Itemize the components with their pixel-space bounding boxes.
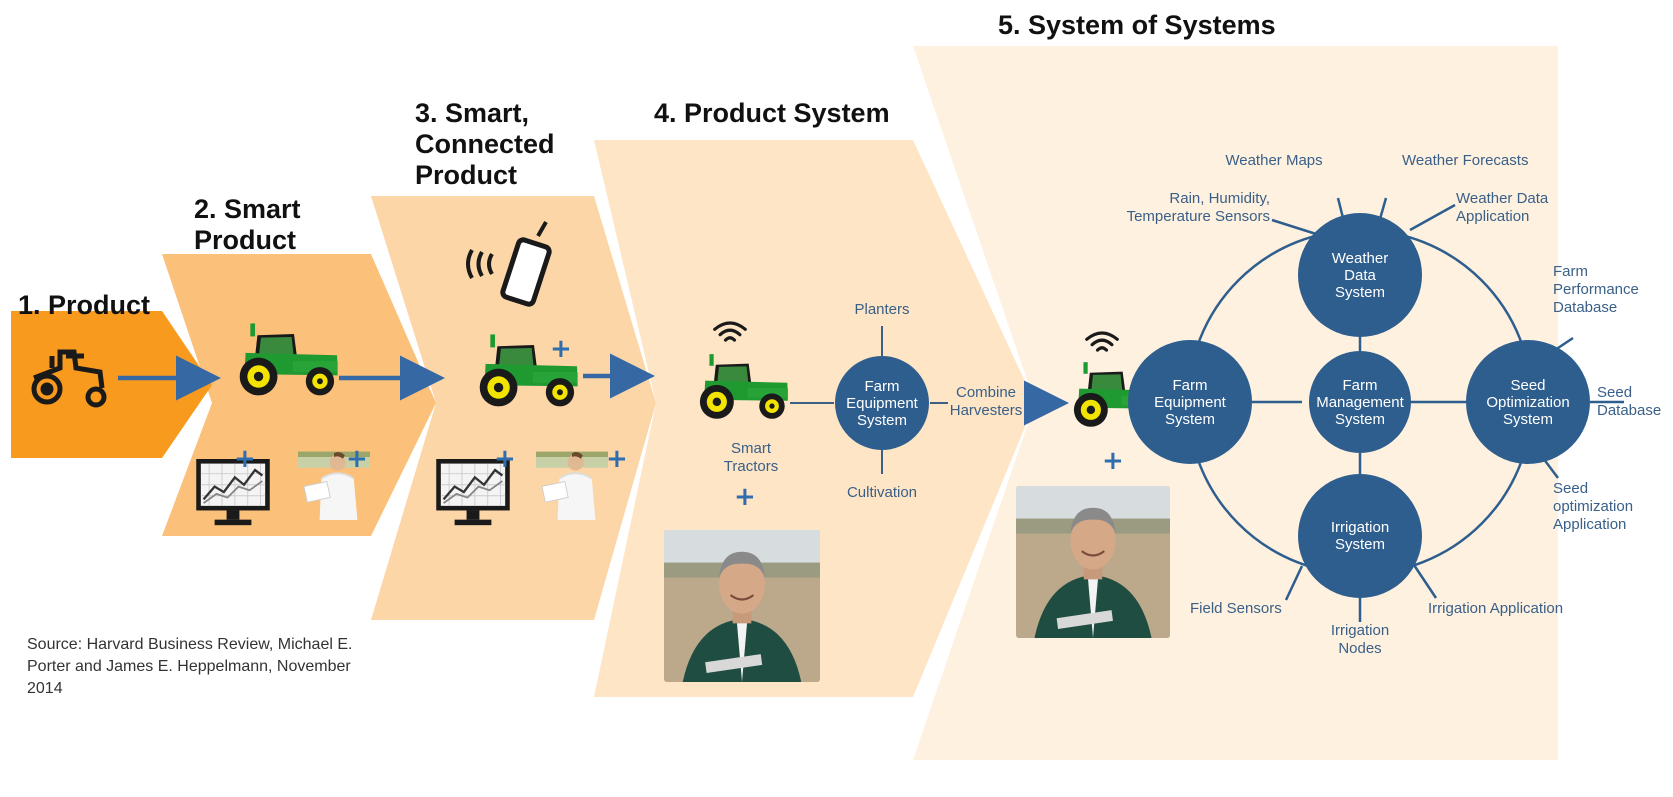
weather-forecasts-label: Weather Forecasts (1402, 152, 1529, 169)
stage-1-background (11, 311, 212, 458)
stage-1-title: 1. Product (18, 290, 151, 320)
plus-sign: + (494, 444, 516, 474)
cultivation-label: Cultivation (846, 484, 918, 501)
product-system-hub-label: Farm Equipment System (846, 377, 918, 429)
plus-sign: + (346, 444, 368, 474)
smart-tractors-label: Smart Tractors (723, 440, 779, 475)
farm-equipment-system-label: Farm Equipment System (1154, 376, 1226, 428)
seed-optimization-system-label: Seed Optimization System (1486, 376, 1570, 428)
seed-optimization-system-node (1466, 340, 1590, 464)
weather-data-system-node (1298, 213, 1422, 337)
seed-optimization-application-label: Seed optimization Application (1553, 480, 1634, 533)
plus-sign: + (1102, 446, 1124, 476)
weather-data-system-label: Weather Data System (1331, 249, 1389, 301)
weather-maps-label: Weather Maps (1225, 152, 1323, 169)
phone-icon (466, 221, 552, 307)
planters-label: Planters (854, 301, 910, 318)
stage-3-title: 3. Smart, Connected Product (415, 98, 555, 190)
plus-sign: + (550, 334, 572, 364)
farm-equipment-system-node (1128, 340, 1252, 464)
farm-performance-database-label: Farm Performance Database (1553, 263, 1639, 316)
rain-humidity-temperature-sensors-label: Rain, Humidity, Temperature Sensors (1126, 190, 1270, 225)
source-citation: Source: Harvard Business Review, Michael… (27, 636, 353, 697)
plus-sign: + (734, 482, 756, 512)
farmer-photo (1016, 486, 1170, 638)
stage-2-title: 2. Smart Product (194, 194, 301, 255)
weather-data-application-label: Weather Data Application (1456, 190, 1549, 225)
stage-4-title: 4. Product System (654, 98, 890, 128)
farmer-photo (664, 530, 820, 682)
combine-harvesters-label: Combine Harvesters (949, 384, 1023, 419)
irrigation-system-node (1298, 474, 1422, 598)
irrigation-system-label: Irrigation System (1330, 519, 1390, 553)
product-system-hub (835, 356, 929, 450)
plus-sign: + (606, 444, 628, 474)
irrigation-application-label: Irrigation Application (1428, 600, 1564, 617)
farm-management-system-node (1309, 351, 1411, 453)
field-sensors-label: Field Sensors (1190, 600, 1282, 617)
seed-database-label: Seed Database (1597, 384, 1662, 419)
irrigation-nodes-label: Irrigation Nodes (1330, 622, 1390, 657)
plus-sign: + (234, 444, 256, 474)
farm-management-system-label: Farm Management System (1316, 376, 1404, 428)
tractor-outline-icon (31, 349, 107, 408)
stage-5-title: 5. System of Systems (998, 10, 1276, 40)
